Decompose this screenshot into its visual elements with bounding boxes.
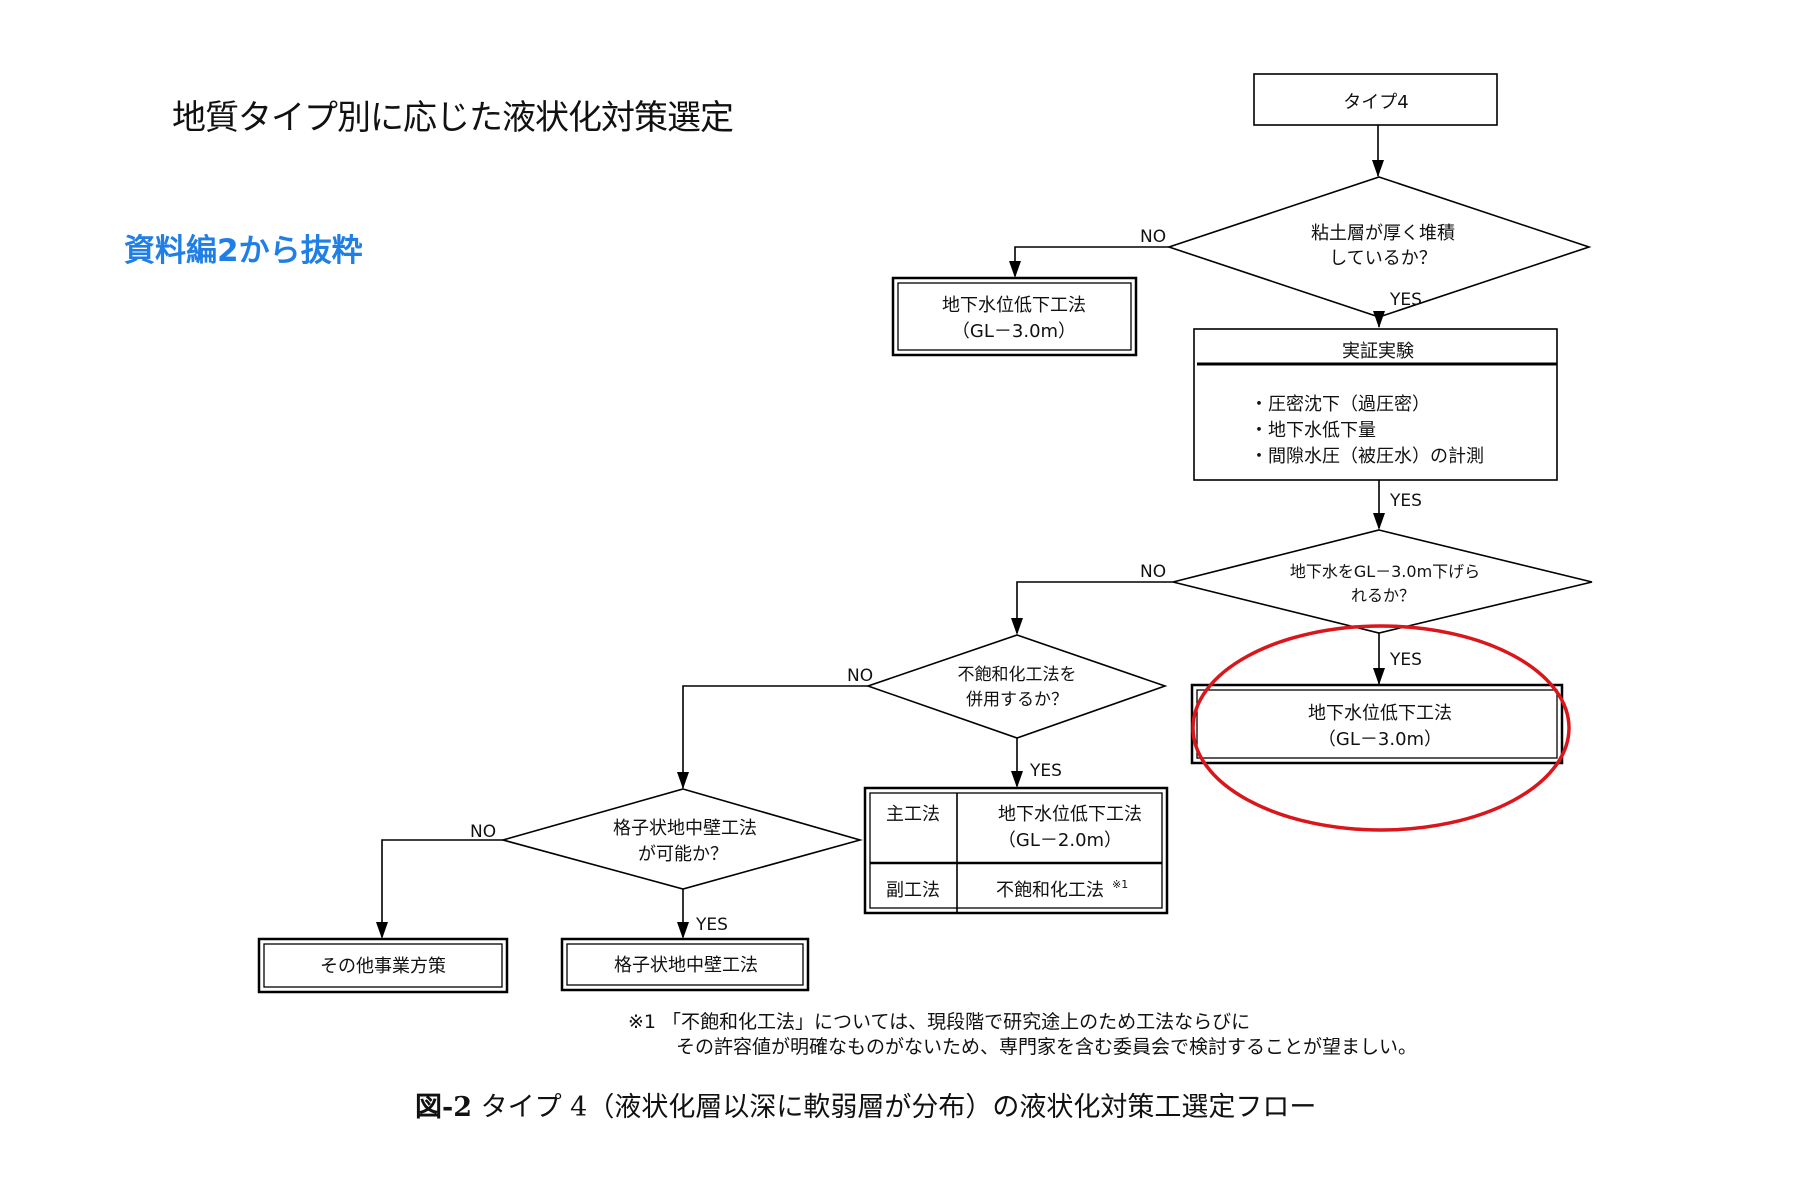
decision-unsaturation: 不飽和化工法を 併用するか？ xyxy=(865,634,1168,739)
start-node: タイプ4 xyxy=(1253,73,1498,126)
result-grid-wall: 格子状地中壁工法 xyxy=(560,937,810,992)
table-role-sub: 副工法 xyxy=(886,880,940,901)
label-yes: YES xyxy=(695,915,728,935)
arrowhead-icon xyxy=(677,772,689,789)
arrowhead-icon xyxy=(1373,311,1385,328)
decision-grid-line1: 格子状地中壁工法 xyxy=(613,818,757,839)
result-other-measures: その他事業方策 xyxy=(257,937,509,994)
label-no: NO xyxy=(470,822,496,842)
table-method-sub: 不飽和化工法 xyxy=(996,880,1104,901)
connector-no xyxy=(682,685,868,788)
table-role-main: 主工法 xyxy=(886,804,940,825)
decision-clay: 粘土層が厚く堆積 しているか？ xyxy=(1166,176,1592,318)
label-no: NO xyxy=(847,666,873,686)
result-lower-line2: （GL－3.0m） xyxy=(1318,729,1442,750)
decision-unsat-line2: 併用するか？ xyxy=(966,690,1068,710)
footnote: ※1 「不飽和化工法」については、現段階で研究途上のため工法ならびに その許容値… xyxy=(628,1010,1417,1060)
result-lower-line1: 地下水位低下工法 xyxy=(1308,703,1452,724)
experiment-box: 実証実験 ・圧密沈下（過圧密） ・地下水低下量 ・間隙水圧（被圧水）の計測 xyxy=(1193,328,1558,481)
result-lower-groundwater: 地下水位低下工法 （GL－3.0m） xyxy=(1190,683,1564,765)
label-yes: YES xyxy=(1029,761,1062,781)
table-note-mark: ※1 xyxy=(1112,878,1128,891)
label-yes: YES xyxy=(1389,650,1422,670)
result-no-clay-line1: 地下水位低下工法 xyxy=(942,295,1086,316)
decision-grid-line2: が可能か？ xyxy=(638,844,728,865)
arrowhead-icon xyxy=(677,922,689,939)
result-other-label: その他事業方策 xyxy=(320,956,446,977)
figure-caption-text: タイプ 4（液状化層以深に軟弱層が分布）の液状化対策工選定フロー xyxy=(472,1092,1317,1123)
decision-lower-line2: れるか？ xyxy=(1351,586,1415,605)
experiment-item: ・地下水低下量 xyxy=(1250,420,1376,441)
arrowhead-icon xyxy=(1373,668,1385,685)
label-yes: YES xyxy=(1389,290,1422,310)
footnote-line1: ※1 「不飽和化工法」については、現段階で研究途上のため工法ならびに xyxy=(628,1011,1251,1033)
connector-no xyxy=(1016,581,1173,633)
table-method-main-line1: 地下水位低下工法 xyxy=(998,804,1142,825)
result-no-clay: 地下水位低下工法 （GL－3.0m） xyxy=(891,276,1138,357)
arrowhead-icon xyxy=(376,922,388,939)
figure-number: 図-2 xyxy=(415,1092,472,1123)
arrowhead-icon xyxy=(1011,618,1023,635)
page-title: 地質タイプ別に応じた液状化対策選定 xyxy=(172,98,734,138)
connector-no xyxy=(381,839,503,937)
decision-clay-line1: 粘土層が厚く堆積 xyxy=(1311,223,1455,244)
decision-clay-line2: しているか？ xyxy=(1329,248,1436,269)
label-no: NO xyxy=(1140,227,1166,247)
decision-lower-groundwater: 地下水をGL－3.0m下げら れるか？ xyxy=(1172,529,1593,634)
experiment-item: ・間隙水圧（被圧水）の計測 xyxy=(1250,446,1484,467)
arrowhead-icon xyxy=(1009,261,1021,278)
highlight-circle xyxy=(1191,624,1571,832)
arrowhead-icon xyxy=(1011,771,1023,788)
source-note: 資料編2から抜粋 xyxy=(124,233,363,269)
figure-caption: 図-2 タイプ 4（液状化層以深に軟弱層が分布）の液状化対策工選定フロー xyxy=(415,1085,1316,1124)
footnote-line2: その許容値が明確なものがないため、専門家を含む委員会で検討することが望ましい。 xyxy=(676,1036,1418,1058)
result-grid-label: 格子状地中壁工法 xyxy=(614,955,758,976)
experiment-item: ・圧密沈下（過圧密） xyxy=(1250,394,1430,415)
label-no: NO xyxy=(1140,562,1166,582)
label-yes: YES xyxy=(1389,491,1422,511)
table-method-main-line2: （GL－2.0m） xyxy=(998,830,1122,851)
connector-no xyxy=(1014,246,1169,276)
decision-unsat-line1: 不飽和化工法を xyxy=(958,665,1077,685)
start-label: タイプ4 xyxy=(1343,92,1408,113)
arrowhead-icon xyxy=(1373,513,1385,530)
decision-grid-wall: 格子状地中壁工法 が可能か？ xyxy=(500,788,863,890)
combo-table: 主工法 地下水位低下工法 （GL－2.0m） 副工法 不飽和化工法 ※1 xyxy=(863,786,1169,915)
decision-lower-line1: 地下水をGL－3.0m下げら xyxy=(1290,562,1480,581)
experiment-header: 実証実験 xyxy=(1342,341,1414,362)
arrowhead-icon xyxy=(1372,160,1384,177)
result-no-clay-line2: （GL－3.0m） xyxy=(952,321,1076,342)
